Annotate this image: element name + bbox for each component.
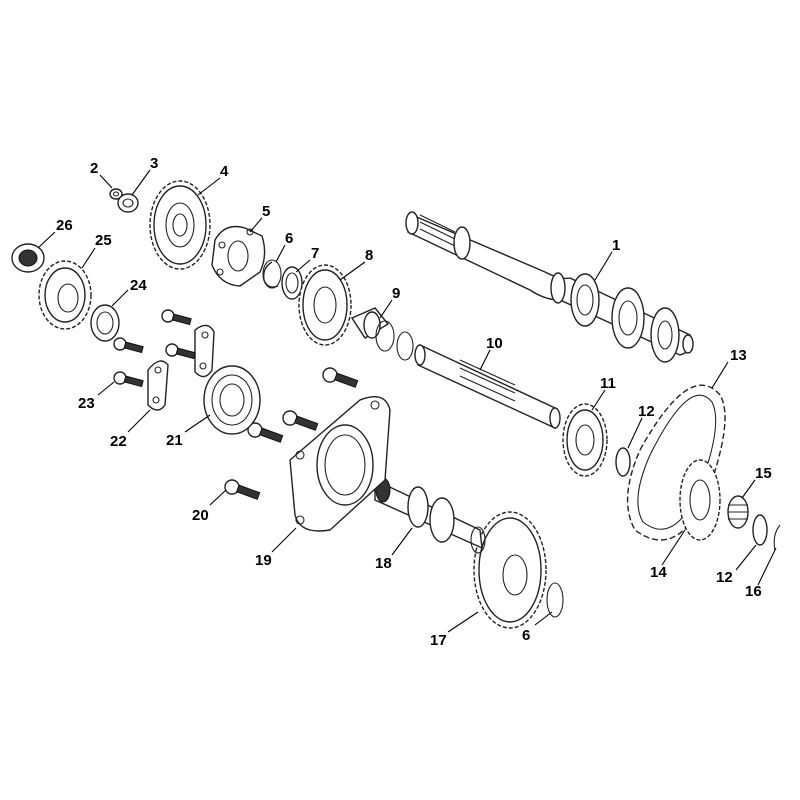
leader-1 (594, 251, 613, 281)
leader-9 (379, 299, 393, 319)
part-23-bolts (113, 309, 196, 388)
callout-18: 18 (375, 555, 392, 572)
part-24-washer (90, 304, 120, 342)
leader-3 (131, 169, 151, 196)
bolt (322, 367, 359, 388)
leader-7 (295, 259, 311, 273)
part-15-needle-bearing (727, 495, 749, 529)
part-7-washer (281, 266, 303, 300)
leader-2 (99, 174, 113, 189)
callout-3: 3 (150, 155, 158, 172)
part-12-circlip-lower (752, 514, 768, 546)
callout-9: 9 (392, 285, 400, 302)
leader-18 (391, 527, 413, 556)
part-1-gear-c (650, 307, 680, 363)
leader-12a (627, 417, 643, 449)
callout-13: 13 (730, 347, 747, 364)
callout-14: 14 (650, 564, 667, 581)
part-20-bolts (224, 367, 359, 500)
leader-12b (735, 544, 757, 571)
bolt (282, 410, 319, 431)
callout-16: 16 (745, 583, 762, 600)
callout-21: 21 (166, 432, 183, 449)
part-12-circlip-upper (615, 447, 631, 477)
bolt (113, 337, 144, 354)
part-5-hub (211, 225, 266, 287)
part-8-gear (298, 264, 352, 346)
part-4-large-gear (149, 180, 211, 270)
part-1-gear-b (611, 287, 645, 349)
leader-15 (741, 479, 756, 499)
callout-10: 10 (486, 335, 503, 352)
leader-17 (447, 611, 479, 633)
callout-25: 25 (95, 232, 112, 249)
part-19-bearing-housing (289, 396, 391, 532)
callout-22: 22 (110, 433, 127, 450)
callout-2: 2 (90, 160, 98, 177)
part-16-circlip (773, 524, 781, 551)
part-17-large-gear (473, 511, 547, 629)
callout-6-upper: 6 (285, 230, 293, 247)
callout-26: 26 (56, 217, 73, 234)
leader-14 (661, 529, 686, 566)
callout-labels: 1 2 3 4 5 6 6 7 8 9 10 11 12 12 13 14 15… (56, 155, 772, 649)
bolt (161, 309, 192, 326)
leader-19 (271, 527, 297, 553)
callout-23: 23 (78, 395, 95, 412)
callout-7: 7 (311, 245, 319, 262)
leader-26 (37, 231, 56, 249)
callout-20: 20 (192, 507, 209, 524)
leader-8 (339, 261, 366, 281)
leader-6b (534, 611, 553, 626)
callout-17: 17 (430, 632, 447, 649)
part-9-sleeve (350, 307, 414, 361)
leader-21 (184, 414, 211, 433)
part-22-lock-plates (147, 324, 215, 411)
callout-11: 11 (600, 375, 616, 392)
part-1-main-shaft (405, 211, 694, 363)
leader-13 (711, 361, 729, 389)
leader-25 (81, 247, 96, 269)
leader-24 (111, 289, 129, 307)
leader-lines (37, 169, 777, 633)
callout-15: 15 (755, 465, 772, 482)
callout-1: 1 (612, 237, 620, 254)
bolt (165, 343, 196, 360)
callout-5: 5 (262, 203, 270, 220)
callout-12-upper: 12 (638, 403, 655, 420)
part-1-gear-a (570, 273, 600, 327)
part-6-circlip-upper (262, 259, 282, 289)
callout-4: 4 (220, 163, 229, 180)
leader-4 (197, 177, 221, 196)
callout-8: 8 (365, 247, 373, 264)
part-14-sprocket (679, 459, 721, 541)
bolt (247, 422, 284, 443)
part-6-circlip-lower (546, 582, 564, 618)
leader-16 (757, 547, 777, 586)
part-26-oil-seal (11, 243, 45, 273)
part-2-nut (109, 188, 123, 200)
leader-23 (97, 381, 115, 396)
leader-20 (209, 489, 227, 506)
callout-12-lower: 12 (716, 569, 733, 586)
part-11-sprocket-hub (562, 403, 608, 477)
part-18-output-shaft (374, 477, 486, 554)
callout-24: 24 (130, 277, 147, 294)
leader-10 (479, 349, 491, 371)
callout-6-lower: 6 (522, 627, 530, 644)
part-25-sprocket (38, 260, 92, 330)
callout-19: 19 (255, 552, 272, 569)
bolt (224, 479, 261, 500)
leader-22 (127, 409, 151, 433)
part-3-washer (117, 193, 139, 213)
bolt (113, 371, 144, 388)
leader-11 (591, 389, 606, 411)
leader-5 (249, 217, 263, 233)
part-21-ball-bearing (203, 365, 261, 435)
leader-6a (275, 244, 286, 263)
part-10-countershaft (414, 343, 561, 430)
